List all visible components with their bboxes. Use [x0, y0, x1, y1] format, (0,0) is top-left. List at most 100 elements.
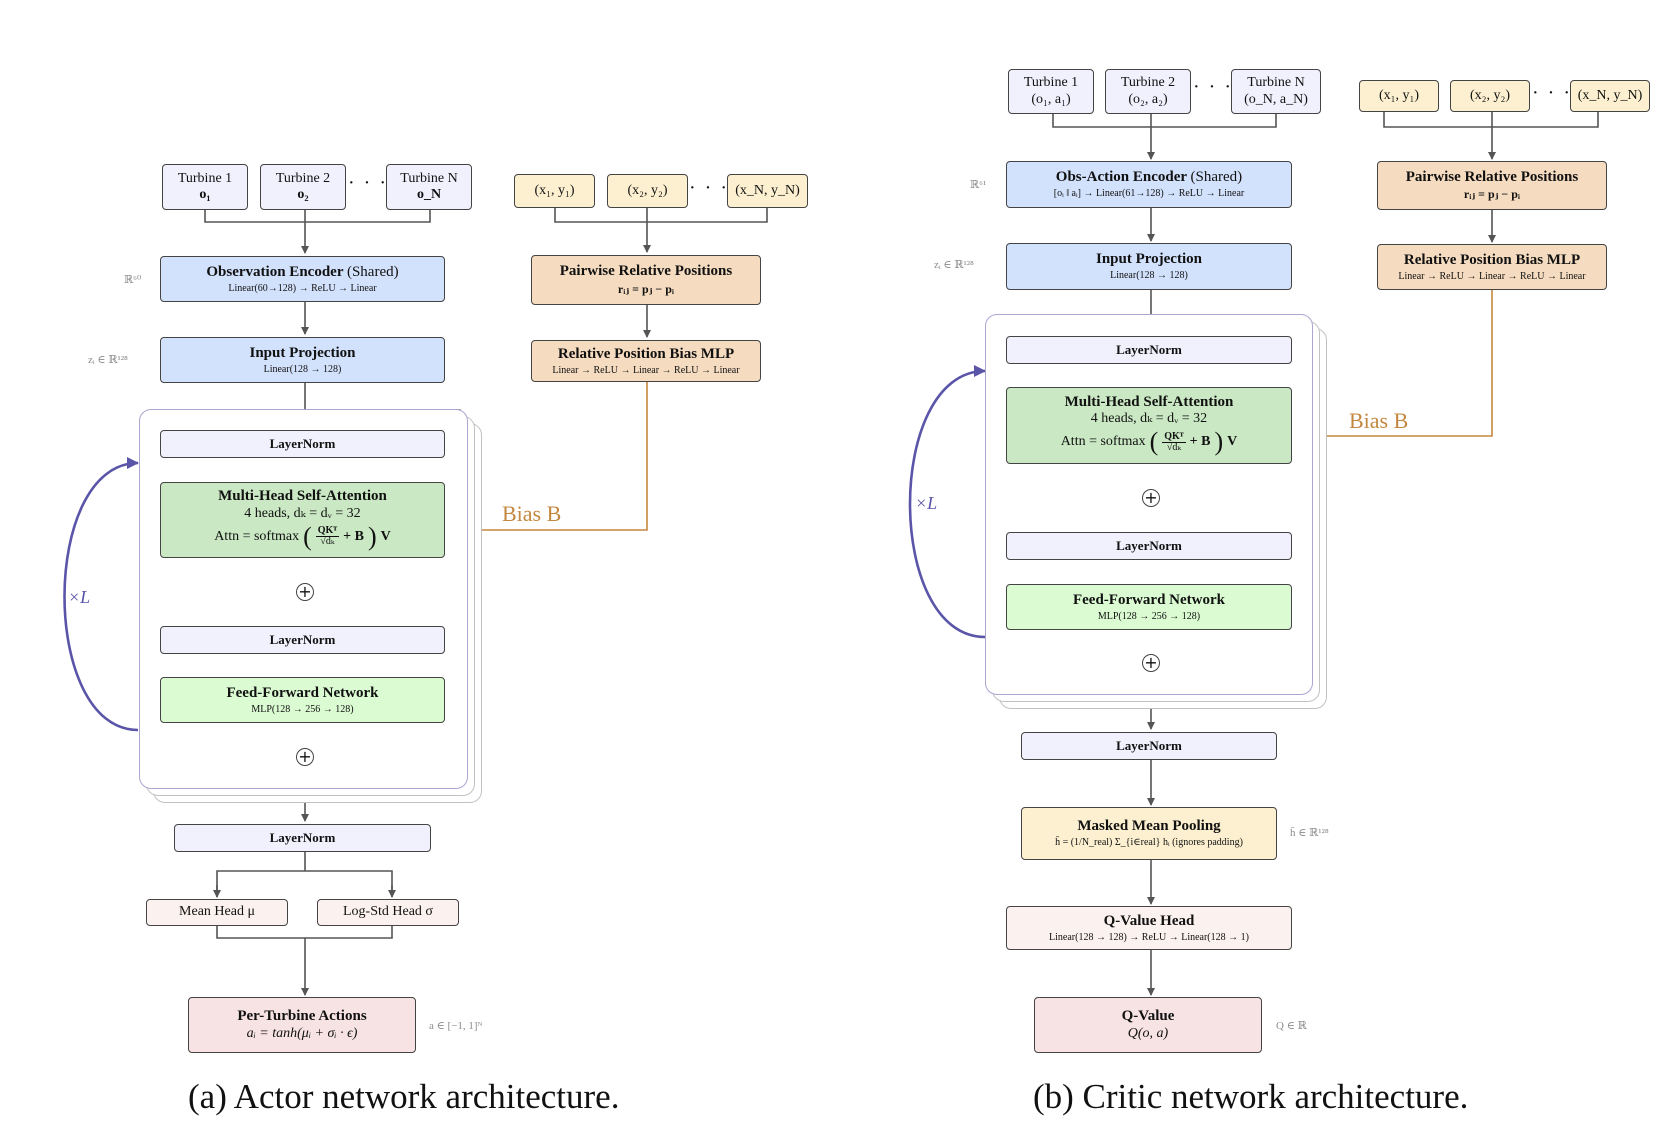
turbine-obs: o₁ [199, 187, 211, 202]
actor-turbine-n: Turbine N o_N [386, 164, 472, 210]
encoder-shared: (Shared) [346, 263, 399, 280]
actor-repeat-label: ×L [68, 587, 91, 607]
critic-position-ellipsis: · · · [1532, 82, 1572, 104]
critic-pairwise-positions: Pairwise Relative Positions rᵢⱼ = pⱼ − p… [1377, 161, 1607, 210]
logstd-head-label: Log-Std Head σ [343, 904, 433, 920]
critic-residual-add-2: + [1142, 654, 1160, 672]
frac-num: QKᵀ [315, 525, 340, 538]
critic-bias-mlp: Relative Position Bias MLP Linear → ReLU… [1377, 244, 1607, 290]
input-projection-sub: Linear(128 → 128) [263, 363, 342, 375]
critic-turbine-1: Turbine 1 (o₁, a₁) [1008, 69, 1094, 114]
position-label: (x_N, y_N) [735, 182, 800, 198]
actor-residual-add-2: + [296, 748, 314, 766]
pooling-formula: h̄ = (1/N_real) Σ_{i∈real} hᵢ (ignores p… [1055, 837, 1243, 849]
paren-open: ( [303, 521, 312, 551]
actor-layernorm-1: LayerNorm [160, 430, 445, 458]
position-label: (x_N, y_N) [1577, 87, 1643, 103]
critic-feed-forward: Feed-Forward Network MLP(128 → 256 → 128… [1006, 584, 1292, 630]
ffn-title: Feed-Forward Network [1072, 591, 1226, 608]
mhsa-v: V [1227, 434, 1238, 450]
pairwise-title: Pairwise Relative Positions [1405, 168, 1579, 185]
critic-position-2: (x₂, y₂) [1450, 80, 1530, 112]
paren-close: ) [368, 521, 377, 551]
actor-position-1: (x₁, y₁) [514, 174, 595, 208]
actor-input-projection: Input Projection Linear(128 → 128) [160, 337, 445, 383]
frac-num: QKᵀ [1162, 430, 1186, 443]
actions-formula: aᵢ = tanh(μᵢ + σᵢ · ϵ) [246, 1025, 358, 1041]
mhsa-heads: 4 heads, dₖ = dᵥ = 32 [1090, 411, 1208, 427]
qhead-sub: Linear(128 → 128) → ReLU → Linear(128 → … [1049, 931, 1249, 943]
actor-position-ellipsis: · · · [689, 177, 729, 199]
ffn-sub: MLP(128 → 256 → 128) [1097, 610, 1201, 622]
actor-position-2: (x₂, y₂) [607, 174, 688, 208]
actor-observation-encoder: Observation Encoder (Shared) Linear(60→1… [160, 256, 445, 302]
actor-bias-mlp: Relative Position Bias MLP Linear → ReLU… [531, 340, 761, 382]
critic-layernorm-2: LayerNorm [1006, 532, 1292, 560]
layernorm-label: LayerNorm [269, 631, 336, 647]
position-label: (x₂, y₂) [627, 182, 668, 198]
actor-turbine-2: Turbine 2 o₂ [260, 164, 346, 210]
critic-multi-head-attention: Multi-Head Self-Attention 4 heads, dₖ = … [1006, 387, 1292, 464]
mhsa-v: V [380, 528, 391, 544]
mhsa-attn: Attn = softmax [214, 528, 300, 544]
actor-layernorm-2: LayerNorm [160, 626, 445, 654]
turbine-name: Turbine 2 [1120, 75, 1176, 91]
actor-caption: (a) Actor network architecture. [188, 1077, 620, 1116]
actor-mean-head: Mean Head μ [146, 899, 288, 926]
critic-qvalue-dim: Q ∈ ℝ [1276, 1020, 1307, 1032]
position-label: (x₁, y₁) [534, 182, 575, 198]
critic-bias-label: Bias B [1349, 408, 1409, 433]
actor-pairwise-positions: Pairwise Relative Positions rᵢⱼ = pⱼ − p… [531, 255, 761, 305]
frac-den: √dₖ [320, 536, 335, 548]
turbine-name: Turbine 1 [177, 170, 233, 186]
encoder-sub: [oᵢ ‖ aᵢ] → Linear(61→128) → ReLU → Line… [1053, 188, 1245, 200]
turbine-name: Turbine N [400, 170, 458, 186]
bias-mlp-sub: Linear → ReLU → Linear → ReLU → Linear [1398, 270, 1586, 282]
turbine-obs: (o₁, a₁) [1031, 91, 1071, 107]
encoder-title: Observation Encoder [206, 263, 344, 280]
critic-turbine-2: Turbine 2 (o₂, a₂) [1105, 69, 1191, 114]
frac-den: √dₖ [1166, 441, 1182, 453]
encoder-sub: Linear(60→128) → ReLU → Linear [228, 282, 377, 294]
actor-multi-head-attention: Multi-Head Self-Attention 4 heads, dₖ = … [160, 482, 445, 558]
actor-obs-dim: ℝ⁶⁰ [124, 274, 142, 286]
pairwise-formula: rᵢⱼ = pⱼ − pᵢ [1463, 187, 1521, 202]
actor-per-turbine-actions: Per-Turbine Actions aᵢ = tanh(μᵢ + σᵢ · … [188, 997, 416, 1053]
input-projection-title: Input Projection [1096, 251, 1202, 268]
actor-residual-add-1: + [296, 583, 314, 601]
encoder-title: Obs-Action Encoder [1055, 169, 1187, 186]
input-projection-title: Input Projection [249, 344, 356, 361]
mhsa-title: Multi-Head Self-Attention [1064, 393, 1234, 410]
critic-final-layernorm: LayerNorm [1021, 732, 1277, 760]
critic-caption: (b) Critic network architecture. [1033, 1077, 1469, 1116]
critic-q-value-head: Q-Value Head Linear(128 → 128) → ReLU → … [1006, 906, 1292, 950]
critic-position-1: (x₁, y₁) [1359, 80, 1439, 112]
layernorm-label: LayerNorm [1116, 537, 1182, 553]
mean-head-label: Mean Head μ [179, 904, 255, 920]
bias-mlp-title: Relative Position Bias MLP [1403, 251, 1581, 268]
turbine-obs: (o_N, a_N) [1244, 91, 1308, 107]
layernorm-label: LayerNorm [1116, 341, 1182, 357]
bias-mlp-sub: Linear → ReLU → Linear → ReLU → Linear [552, 364, 740, 376]
bias-mlp-title: Relative Position Bias MLP [557, 345, 735, 362]
critic-repeat-label: ×L [915, 493, 938, 513]
layernorm-label: LayerNorm [1116, 737, 1182, 753]
paren-close: ) [1214, 427, 1224, 457]
turbine-name: Turbine N [1247, 75, 1305, 91]
turbine-obs: (o₂, a₂) [1128, 91, 1168, 107]
critic-q-value: Q-Value Q(o, a) [1034, 997, 1262, 1053]
actor-logstd-head: Log-Std Head σ [317, 899, 459, 926]
actor-feed-forward: Feed-Forward Network MLP(128 → 256 → 128… [160, 677, 445, 723]
critic-turbine-ellipsis: · · · [1193, 76, 1233, 98]
actor-bias-label: Bias B [502, 501, 562, 526]
mhsa-heads: 4 heads, dₖ = dᵥ = 32 [244, 505, 361, 521]
critic-z-dim: zᵢ ∈ ℝ¹²⁸ [934, 259, 974, 271]
actor-final-layernorm: LayerNorm [174, 824, 431, 852]
mhsa-plus-b: + B [1189, 434, 1211, 450]
actions-title: Per-Turbine Actions [237, 1008, 367, 1025]
critic-encoder-dim: ℝ⁶¹ [970, 179, 987, 191]
actor-turbine-ellipsis: · · · [348, 172, 388, 194]
pairwise-title: Pairwise Relative Positions [559, 263, 733, 280]
qhead-title: Q-Value Head [1103, 912, 1195, 929]
position-label: (x₂, y₂) [1469, 87, 1511, 103]
